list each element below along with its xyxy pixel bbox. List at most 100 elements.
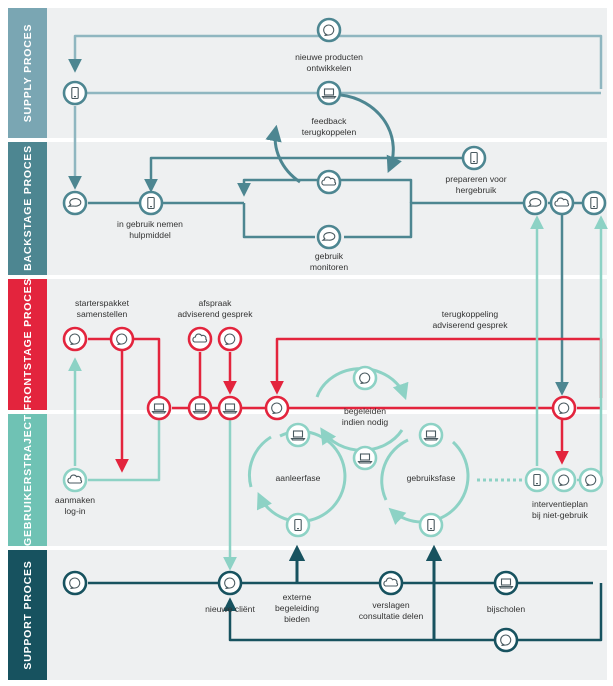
node-traject-chat xyxy=(578,467,604,493)
lane-header-supply xyxy=(8,8,47,138)
node-backstage-start-ring xyxy=(62,190,88,216)
phone-icon xyxy=(427,518,435,532)
chat-icon xyxy=(500,634,512,647)
node-supply-phone xyxy=(62,80,88,106)
cloud-icon xyxy=(67,474,83,484)
label-aanleerfase: aanleerfase xyxy=(276,473,321,483)
label-bijscholen: bijscholen xyxy=(487,604,525,614)
flow-backstage-top xyxy=(144,156,474,193)
lane-label-traject: GEBRUIKERSTRAJECT xyxy=(22,414,34,546)
node-begeleiden-top-ring xyxy=(352,365,378,391)
flow-traject-login-right xyxy=(88,420,161,482)
chat-icon xyxy=(116,333,128,346)
node-support-lower-ring xyxy=(493,627,519,653)
node-front-laptop-1 xyxy=(146,395,172,421)
node-in-gebruik-ring xyxy=(138,190,164,216)
label-nieuwe-client: nieuwe cliënt xyxy=(205,604,255,614)
node-backstage-start xyxy=(62,190,88,216)
node-front-laptop-2-ring xyxy=(187,395,213,421)
laptop-icon xyxy=(290,430,306,441)
node-aanleer-bottom xyxy=(285,512,311,538)
node-gebruiks-bottom xyxy=(418,512,444,538)
chat-icon xyxy=(271,402,283,415)
laptop-icon xyxy=(321,88,337,99)
label-gebruiksfase: gebruiksfase xyxy=(407,473,456,483)
node-backstage-cloud-ring xyxy=(549,190,575,216)
node-front-laptop-3 xyxy=(217,395,243,421)
flow-backstage-box xyxy=(242,201,528,239)
flow-support-lower xyxy=(223,583,603,642)
lane-header-traject xyxy=(8,414,47,546)
node-verslagen-ring xyxy=(378,570,404,596)
chat-icon xyxy=(224,333,236,346)
node-starter-2-ring xyxy=(109,326,135,352)
node-afspraak-cloud-ring xyxy=(187,326,213,352)
node-support-start xyxy=(62,570,88,596)
laptop-icon xyxy=(498,578,514,589)
node-gebruiks-top xyxy=(418,422,444,448)
node-monitor-cloud-ring xyxy=(316,169,342,195)
node-backstage-phone-ring xyxy=(581,190,607,216)
node-prepareren-ring xyxy=(461,145,487,171)
node-gebruiks-top-ring xyxy=(418,422,444,448)
speech-bubble-icon xyxy=(527,198,542,207)
chat-icon xyxy=(69,333,81,346)
node-front-chat xyxy=(264,395,290,421)
node-begeleiden-bottom-ring xyxy=(352,445,378,471)
phone-icon xyxy=(533,473,541,487)
node-interventieplan-ring xyxy=(551,467,577,493)
node-backstage-phone xyxy=(581,190,607,216)
node-begeleiden-top xyxy=(352,365,378,391)
node-afspraak-chat xyxy=(217,326,243,352)
node-terugkoppeling-ring xyxy=(551,395,577,421)
speech-bubble-icon xyxy=(321,232,336,241)
node-feedback xyxy=(316,80,342,106)
node-backstage-cloud xyxy=(549,190,575,216)
node-aanleer-bottom-ring xyxy=(285,512,311,538)
node-nieuwe-client xyxy=(217,570,243,596)
node-front-chat-ring xyxy=(264,395,290,421)
node-backstage-chat xyxy=(522,190,548,216)
node-bijscholen-ring xyxy=(493,570,519,596)
aanleer-cycle xyxy=(257,429,347,523)
chat-icon xyxy=(69,577,81,590)
chat-icon xyxy=(558,474,570,487)
speech-bubble-icon xyxy=(67,198,82,207)
node-nieuwe-producten-ring xyxy=(316,17,342,43)
node-begeleiden-bottom xyxy=(352,445,378,471)
cloud-icon xyxy=(321,176,337,186)
phone-icon xyxy=(470,151,478,165)
lane-header-frontstage xyxy=(8,279,47,410)
node-traject-phone xyxy=(524,467,550,493)
cloud-icon xyxy=(192,333,208,343)
chat-icon xyxy=(359,372,371,385)
phone-icon xyxy=(294,518,302,532)
lane-label-backstage: BACKSTAGE PROCES xyxy=(22,145,34,271)
node-nieuwe-client-ring xyxy=(217,570,243,596)
laptop-icon xyxy=(222,403,238,414)
node-terugkoppeling xyxy=(551,395,577,421)
node-starter-2 xyxy=(109,326,135,352)
node-verslagen xyxy=(378,570,404,596)
node-aanmaken-ring xyxy=(62,467,88,493)
chat-icon xyxy=(558,402,570,415)
node-nieuwe-producten xyxy=(316,17,342,43)
laptop-icon xyxy=(423,430,439,441)
node-front-laptop-2 xyxy=(187,395,213,421)
node-gebruik-monitoren xyxy=(316,224,342,250)
laptop-icon xyxy=(192,403,208,414)
chat-icon xyxy=(323,24,335,37)
node-front-laptop-3-ring xyxy=(217,395,243,421)
node-traject-phone-ring xyxy=(524,467,550,493)
chat-icon xyxy=(585,474,597,487)
node-supply-phone-ring xyxy=(62,80,88,106)
node-support-start-ring xyxy=(62,570,88,596)
chat-icon xyxy=(224,577,236,590)
node-aanmaken xyxy=(62,467,88,493)
